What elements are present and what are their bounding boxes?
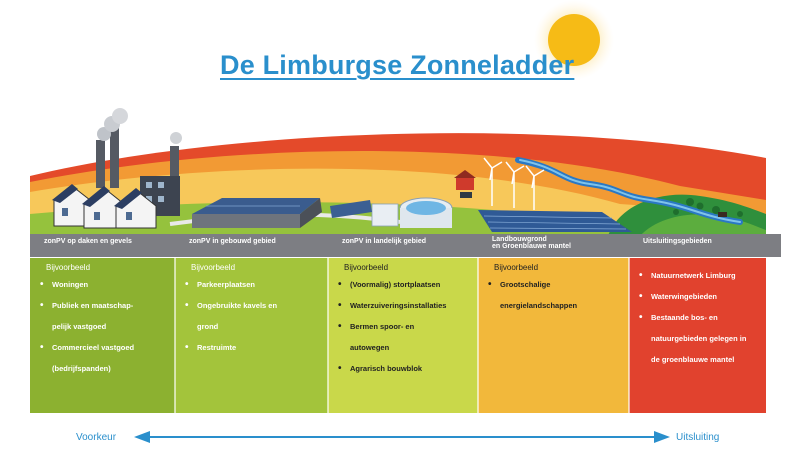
list-item: pelijk vastgoed xyxy=(52,322,107,331)
list-item: de groenblauwe mantel xyxy=(651,355,735,364)
example-label: Bijvoorbeeld xyxy=(191,263,236,272)
factory-icon xyxy=(96,108,182,216)
page-title: De Limburgse Zonneladder xyxy=(220,50,575,80)
list-item: Waterzuiveringsinstallaties xyxy=(338,295,472,316)
list-item: autowegen xyxy=(350,343,390,352)
list-item: Bestaande bos- en xyxy=(639,307,760,328)
column-gebouwd: Bijvoorbeeld Parkeerplaatsen Ongebruikte… xyxy=(175,258,328,413)
list-item: Bermen spoor- en xyxy=(338,316,472,337)
column-landelijk: Bijvoorbeeld (Voormalig) stortplaatsen W… xyxy=(328,258,478,413)
cow-icon xyxy=(718,212,727,217)
column-landbouwgrond: Bijvoorbeeld Grootschalige energielandsc… xyxy=(478,258,629,413)
example-label: Bijvoorbeeld xyxy=(344,263,389,272)
trees xyxy=(673,198,743,217)
list-item: Agrarisch bouwblok xyxy=(338,358,472,379)
example-label: Bijvoorbeeld xyxy=(494,263,539,272)
list-item: (Voormalig) stortplaatsen xyxy=(338,274,472,295)
solar-park-icon xyxy=(478,210,632,232)
column-header-landelijk: zonPV in landelijk gebied xyxy=(328,234,478,257)
water-treatment-icon xyxy=(330,197,453,228)
list-item: natuurgebieden gelegen in xyxy=(651,334,747,343)
list-item: Restruimte xyxy=(185,337,322,358)
windmills-icon xyxy=(483,157,545,210)
warehouses-solar-icon xyxy=(192,198,322,228)
column-header-landbouwgrond: Landbouwgrond en Groenblauwe mantel xyxy=(478,234,629,257)
column-header-daken: zonPV op daken en gevels xyxy=(30,234,175,257)
list-item: Grootschalige xyxy=(488,274,623,295)
list-item: Woningen xyxy=(40,274,169,295)
arrow-label-left: Voorkeur xyxy=(76,432,117,443)
column-header-uitsluiting: Uitsluitingsgebieden xyxy=(629,234,781,257)
list-item: grond xyxy=(197,322,219,331)
list-item: Waterwingebieden xyxy=(639,286,760,307)
list-item: Natuurnetwerk Limburg xyxy=(639,265,760,286)
list-item: Ongebruikte kavels en xyxy=(185,295,322,316)
farm-icon xyxy=(454,170,476,198)
list-item: Publiek en maatschap- xyxy=(40,295,169,316)
list-item: energielandschappen xyxy=(500,301,578,310)
column-daken: Bijvoorbeeld Woningen Publiek en maatsch… xyxy=(30,258,175,413)
list-item: (bedrijfspanden) xyxy=(52,364,111,373)
arrow-label-right: Uitsluiting xyxy=(676,432,720,443)
column-uitsluiting: Natuurnetwerk Limburg Waterwingebieden B… xyxy=(629,258,766,413)
list-item: Parkeerplaatsen xyxy=(185,274,322,295)
sun-icon xyxy=(534,0,614,80)
list-item: Commercieel vastgoed xyxy=(40,337,169,358)
column-header-gebouwd: zonPV in gebouwd gebied xyxy=(175,234,328,257)
houses-icon xyxy=(52,184,157,229)
double-arrow-icon xyxy=(134,431,670,443)
example-label: Bijvoorbeeld xyxy=(46,263,91,272)
